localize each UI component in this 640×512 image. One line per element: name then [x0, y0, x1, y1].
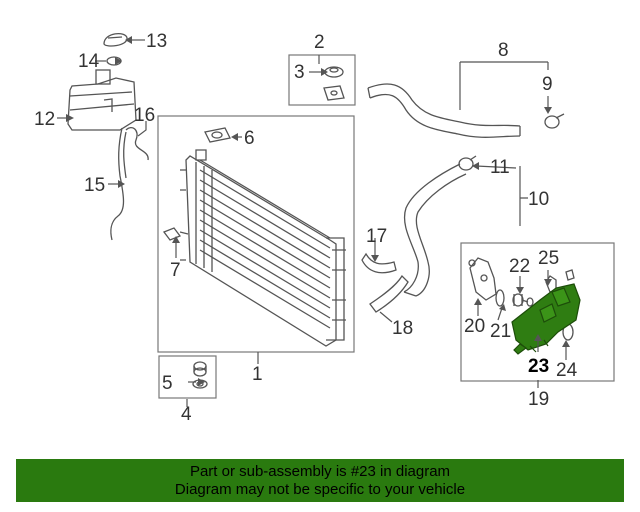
- callout-19: 19: [528, 389, 549, 410]
- callout-17: 17: [366, 226, 387, 247]
- lower-hose-icon: [415, 173, 467, 297]
- callout-7: 7: [170, 260, 181, 281]
- water-outlet-icon: [468, 257, 497, 301]
- callout-24: 24: [556, 360, 578, 381]
- callout-16: 16: [134, 105, 155, 126]
- callout-23: 23: [528, 356, 549, 377]
- temp-sensor-icon: [545, 269, 575, 293]
- callout-10: 10: [528, 189, 549, 210]
- callout-1: 1: [252, 364, 263, 385]
- callout-5: 5: [162, 373, 173, 394]
- callout-18: 18: [392, 318, 413, 339]
- thermostat-icon: [512, 293, 534, 307]
- upper-hose-clamp-icon: [544, 113, 565, 129]
- callout-15: 15: [84, 175, 105, 196]
- callout-25: 25: [538, 248, 559, 269]
- outlet-gasket-icon: [495, 289, 505, 307]
- callout-12: 12: [34, 109, 55, 130]
- radiator-icon: [180, 149, 346, 347]
- callout-22: 22: [509, 256, 530, 277]
- reservoir-hose-small-icon: [125, 126, 149, 161]
- heater-hose-icon: [369, 274, 409, 313]
- lower-hose-clamp-icon: [458, 155, 477, 171]
- upper-gasket-icon: [204, 127, 231, 143]
- callout-8: 8: [498, 40, 509, 61]
- callout-21: 21: [490, 321, 511, 342]
- callout-4: 4: [181, 404, 192, 425]
- callout-6: 6: [244, 128, 255, 149]
- bypass-hose-icon: [361, 252, 397, 274]
- callout-9: 9: [542, 74, 553, 95]
- thermostat-housing-icon: [511, 283, 581, 355]
- callout-3: 3: [294, 62, 305, 83]
- reservoir-cap-icon: [103, 33, 128, 47]
- reservoir-hose-long-icon: [110, 127, 125, 241]
- banner-line-part: Part or sub-assembly is #23 in diagram: [189, 463, 451, 480]
- coolant-reservoir-icon: [67, 69, 137, 131]
- callout-13: 13: [146, 31, 167, 52]
- bracket-group-box: [288, 54, 356, 106]
- upper-hose-icon: [367, 83, 521, 127]
- radiator-group-box: [157, 115, 355, 353]
- callout-20: 20: [464, 316, 485, 337]
- callout-14: 14: [78, 51, 100, 72]
- info-banner: Part or sub-assembly is #23 in diagram D…: [16, 459, 624, 502]
- parts-diagram: 13 14 12 16 15 6 7 2 3 8 9 11 10 17 18 1…: [34, 31, 615, 425]
- drain-plug-icon: [162, 227, 189, 241]
- callout-11: 11: [490, 157, 510, 178]
- banner-line-disclaimer: Diagram may not be specific to your vehi…: [174, 481, 466, 498]
- mount-group-box: [158, 355, 217, 399]
- callout-2: 2: [314, 32, 325, 53]
